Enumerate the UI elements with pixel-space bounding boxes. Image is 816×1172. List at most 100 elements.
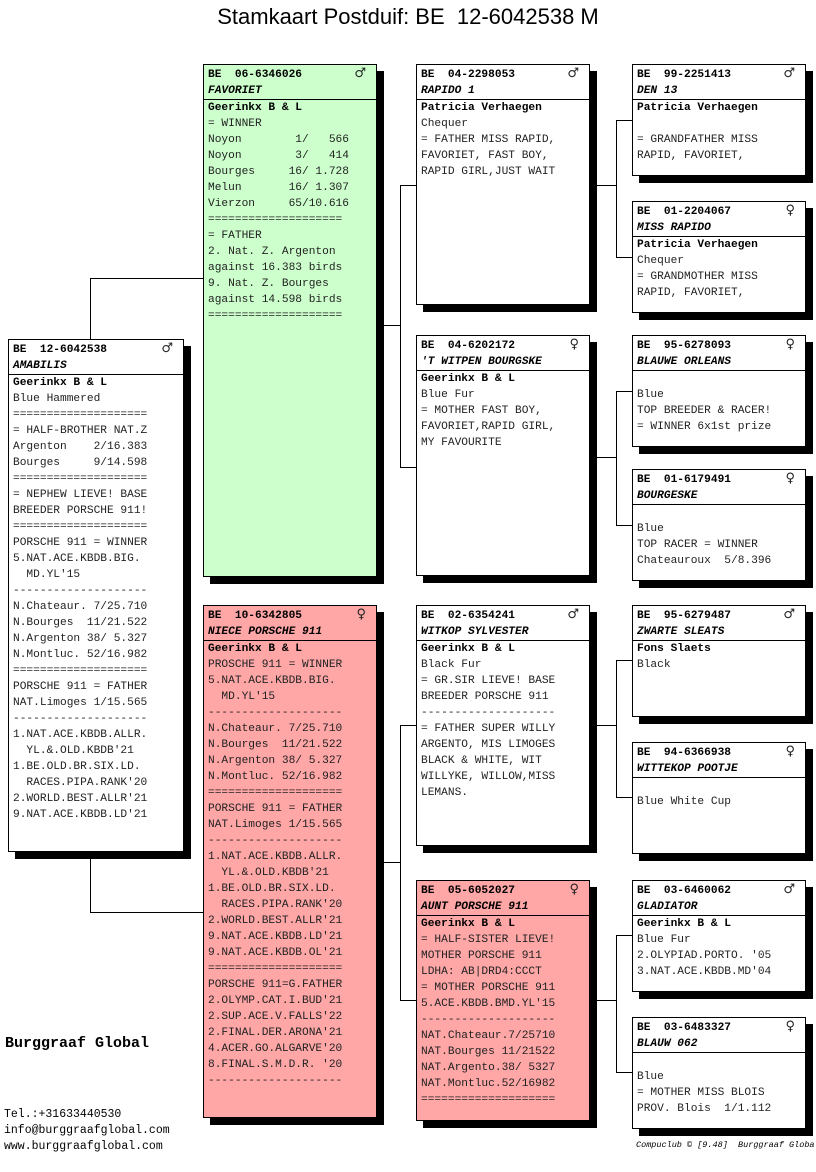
detail-line: Noyon 1/ 566 [208, 134, 349, 146]
detail-line: ==================== [208, 787, 343, 799]
detail-line: 5.NAT.ACE.KBDB.BIG. [13, 553, 141, 565]
software-credit: Compuclub © [9.48] Burggraaf Global [636, 1140, 816, 1150]
detail-line: RAPID, FAVORIET, [637, 150, 745, 162]
pigeon-card-dd: BE 05-6052027 ♀ AUNT PORSCHE 911 Geerink… [416, 880, 590, 1121]
female-symbol-icon: ♀ [785, 203, 795, 218]
pigeon-header: BE 99-2251413 ♂ DEN 13 [633, 65, 805, 100]
ring-number: BE 06-6346026 [208, 69, 302, 81]
detail-line: Black Fur [421, 659, 482, 671]
contact-email[interactable]: info@burggraafglobal.com [4, 1124, 170, 1137]
detail-line: NAT.Chateaur.7/25710 [421, 1030, 556, 1042]
detail-line: = HALF-SISTER LIEVE! [421, 934, 556, 946]
ring-number: BE 02-6354241 [421, 610, 515, 622]
detail-line: 5.ACE.KBDB.BMD.YL'15 [421, 998, 556, 1010]
pedigree-connector [400, 185, 416, 186]
pigeon-header: BE 10-6342805 ♀ NIECE PORSCHE 911 [204, 606, 376, 641]
contact-website[interactable]: www.burggraafglobal.com [4, 1140, 163, 1153]
pigeon-card-sss: BE 99-2251413 ♂ DEN 13 Patricia Verhaege… [632, 64, 806, 176]
pigeon-card-dam: BE 10-6342805 ♀ NIECE PORSCHE 911 Geerin… [203, 605, 377, 1118]
detail-line: Chateauroux 5/8.396 [637, 555, 772, 567]
pedigree-connector [596, 1000, 616, 1001]
male-symbol-icon: ♂ [783, 66, 795, 81]
detail-line: Melun 16/ 1.307 [208, 182, 349, 194]
detail-line: Noyon 3/ 414 [208, 150, 349, 162]
pigeon-details: Geerinkx B & L= HALF-SISTER LIEVE!MOTHER… [417, 916, 589, 1108]
pigeon-header: BE 95-6278093 ♀ BLAUWE ORLEANS [633, 336, 805, 371]
detail-line: 1.BE.OLD.BR.SIX.LD. [208, 883, 336, 895]
detail-line: ARGENTO, MIS LIMOGES [421, 739, 556, 751]
pigeon-name: FAVORIET [208, 85, 262, 97]
pigeon-name: WITTEKOP POOTJE [637, 763, 738, 775]
pigeon-name: RAPIDO 1 [421, 85, 475, 97]
detail-line: RAPID, FAVORIET, [637, 287, 745, 299]
pedigree-connector [596, 457, 616, 458]
pedigree-connector [616, 1072, 632, 1073]
pedigree-connector [90, 278, 91, 339]
pedigree-connector [616, 120, 632, 121]
pigeon-card-sire: BE 06-6346026 ♂ FAVORIET Geerinkx B & L=… [203, 64, 377, 577]
detail-line: PROSCHE 911 = WINNER [208, 659, 343, 671]
owner-name: Geerinkx B & L [421, 373, 515, 385]
pigeon-header: BE 04-2298053 ♂ RAPIDO 1 [417, 65, 589, 100]
pigeon-name: AMABILIS [13, 360, 67, 372]
pigeon-header: BE 05-6052027 ♀ AUNT PORSCHE 911 [417, 881, 589, 916]
detail-line: Blue [637, 1071, 664, 1083]
detail-line: ==================== [13, 521, 148, 533]
female-symbol-icon: ♀ [785, 744, 795, 759]
detail-line: TOP RACER = WINNER [637, 539, 758, 551]
detail-line: MOTHER PORSCHE 911 [421, 950, 542, 962]
pedigree-connector [616, 935, 617, 1072]
pigeon-header: BE 95-6279487 ♂ ZWARTE SLEATS [633, 606, 805, 641]
ring-number: BE 01-6179491 [637, 474, 731, 486]
detail-line: 9.NAT.ACE.KBDB.LD'21 [208, 931, 343, 943]
detail-line: MD.YL'15 [208, 691, 276, 703]
detail-line: 2. Nat. Z. Argenton [208, 246, 336, 258]
male-symbol-icon: ♂ [161, 341, 173, 356]
pigeon-header: BE 12-6042538 ♂ AMABILIS [9, 340, 183, 375]
detail-line: 2.SUP.ACE.V.FALLS'22 [208, 1011, 343, 1023]
detail-line: NAT.Argento.38/ 5327 [421, 1062, 556, 1074]
pigeon-name: WITKOP SYLVESTER [421, 626, 529, 638]
male-symbol-icon: ♂ [567, 607, 579, 622]
owner-name: Geerinkx B & L [421, 643, 515, 655]
detail-line: PORSCHE 911=G.FATHER [208, 979, 343, 991]
detail-line: Blue White Cup [637, 796, 731, 808]
owner-name [637, 371, 801, 387]
pigeon-name: BOURGESKE [637, 490, 698, 502]
ring-number: BE 05-6052027 [421, 885, 515, 897]
ring-number: BE 03-6460062 [637, 885, 731, 897]
pigeon-name: 'T WITPEN BOURGSKE [421, 356, 542, 368]
pedigree-connector [616, 120, 617, 257]
detail-line: WILLYKE, WILLOW,MISS [421, 771, 556, 783]
detail-line [637, 116, 801, 132]
pigeon-header: BE 03-6460062 ♂ GLADIATOR [633, 881, 805, 916]
detail-line: Argenton 2/16.383 [13, 441, 148, 453]
detail-line: ==================== [208, 214, 343, 226]
pigeon-card-ds: BE 02-6354241 ♂ WITKOP SYLVESTER Geerink… [416, 605, 590, 846]
detail-line: N.Argenton 38/ 5.327 [13, 633, 148, 645]
pigeon-name: NIECE PORSCHE 911 [208, 626, 323, 638]
detail-line: Blue Fur [637, 934, 691, 946]
detail-line: NAT.Montluc.52/16982 [421, 1078, 556, 1090]
detail-line: ==================== [13, 473, 148, 485]
pigeon-card-dss: BE 95-6279487 ♂ ZWARTE SLEATS Fons Slaet… [632, 605, 806, 717]
pigeon-card-ss: BE 04-2298053 ♂ RAPIDO 1 Patricia Verhae… [416, 64, 590, 305]
pigeon-name: BLAUWE ORLEANS [637, 356, 731, 368]
pigeon-header: BE 02-6354241 ♂ WITKOP SYLVESTER [417, 606, 589, 641]
detail-line: Black [637, 659, 671, 671]
detail-line: = GRANDFATHER MISS [637, 134, 758, 146]
pigeon-header: BE 94-6366938 ♀ WITTEKOP POOTJE [633, 743, 805, 778]
detail-line: YL.&.OLD.KBDB'21 [13, 745, 134, 757]
detail-line: 9. Nat. Z. Bourges [208, 278, 329, 290]
detail-line: N.Chateaur. 7/25.710 [208, 723, 343, 735]
detail-line: LEMANS. [421, 787, 468, 799]
owner-name: Geerinkx B & L [637, 918, 731, 930]
